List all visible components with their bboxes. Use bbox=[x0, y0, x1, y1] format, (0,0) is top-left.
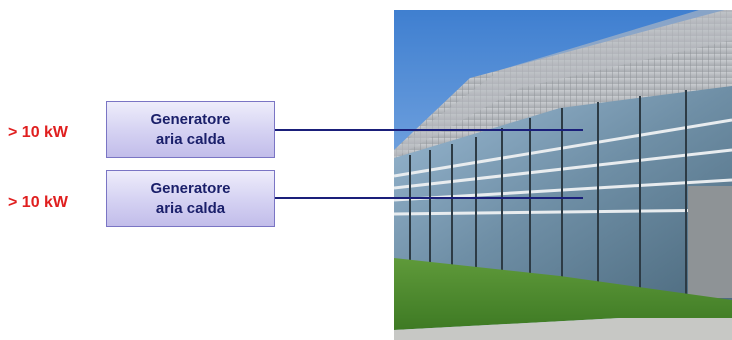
generator-box-1: Generatore aria calda bbox=[106, 101, 275, 158]
generator-box-2-line2: aria calda bbox=[155, 199, 226, 217]
generator-box-1-line2: aria calda bbox=[155, 130, 226, 148]
generator-box-1-line1: Generatore bbox=[150, 110, 231, 128]
generator-box-2: Generatore aria calda bbox=[106, 170, 275, 227]
generator-box-2-line1: Generatore bbox=[150, 179, 231, 197]
power-label-1: > 10 kW bbox=[8, 124, 69, 141]
power-label-2: > 10 kW bbox=[8, 194, 69, 211]
